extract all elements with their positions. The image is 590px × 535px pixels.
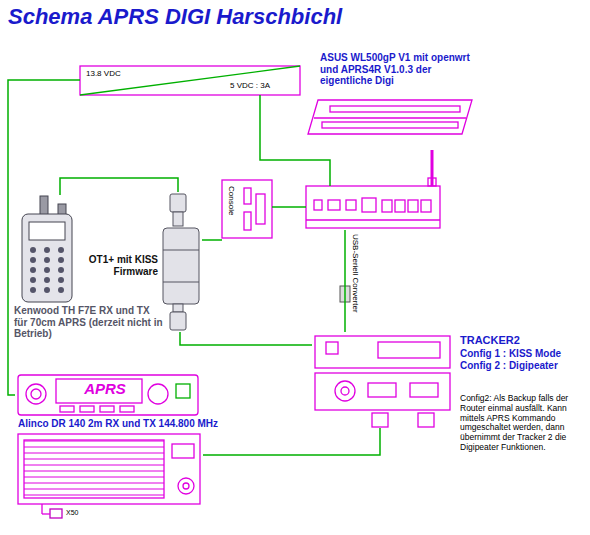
keypad-key (58, 247, 64, 253)
node-text: Kenwood TH F7E RX und TX für 70cm APRS (… (14, 305, 164, 340)
node-text: ASUS WL500gP V1 mit openwrt und APRS4R V… (320, 52, 485, 87)
supply-diagonal (80, 66, 300, 95)
keypad-key (44, 257, 50, 263)
keypad-key (44, 277, 50, 283)
keypad-key (30, 267, 36, 273)
tracker2-unit (315, 336, 450, 427)
node-text: Alinco DR 140 2m RX und TX 144.800 MHz (18, 418, 258, 430)
wire-connector (202, 239, 222, 241)
node-text: TRACKER2 (460, 334, 580, 347)
wire-connector (180, 332, 312, 345)
alinco-radio-front (18, 375, 198, 415)
keypad-key (44, 287, 50, 293)
keypad-key (58, 257, 64, 263)
diagram-title: Schema APRS DIGI Harschbichl (8, 4, 342, 30)
node-text: Config 1 : KISS Mode Config 2 : Digipeat… (460, 348, 580, 371)
connector-label: X50 (66, 509, 96, 517)
antenna-cable (41, 504, 42, 514)
console-box: Console (222, 180, 272, 238)
keypad-key (30, 287, 36, 293)
power-wire-stub (306, 160, 330, 186)
keypad-key (30, 247, 36, 253)
wire-connector (8, 80, 80, 395)
node-text: OT1+ mit KISS Firmware (73, 254, 158, 277)
wire-connector (344, 230, 346, 332)
kenwood-handheld (22, 196, 72, 302)
keypad-key (44, 247, 50, 253)
serial-console-box (222, 180, 272, 238)
wire-connector (203, 428, 380, 455)
router: ASUS WL500gP V1 mit openwrt und APRS4R V… (306, 52, 476, 230)
cable-label: USB-Seriell Converter (351, 234, 360, 313)
keypad-key (30, 277, 36, 283)
node-text: 5 VDC : 3A (230, 81, 298, 90)
ot1-plus: OT1+ mit KISS Firmware (160, 192, 202, 332)
wire-connector (272, 206, 306, 208)
ot1-interface (163, 194, 199, 330)
node-text: 13.8 VDC (86, 69, 156, 78)
alinco-radio-side (18, 434, 200, 504)
power-supply: 13.8 VDC 5 VDC : 3A (80, 66, 300, 95)
antenna-cable-bend (42, 513, 50, 514)
note-text: Config2: Als Backup falls der Router ein… (460, 394, 584, 453)
keypad-key (58, 267, 64, 273)
wire-connector (260, 95, 306, 160)
kenwood-radio: Kenwood TH F7E RX und TX für 70cm APRS (… (14, 195, 80, 305)
alinco-radio: APRSAlinco DR 140 2m RX und TX 144.800 M… (15, 372, 203, 506)
node-text: APRS (63, 380, 147, 397)
router-top-view (308, 100, 472, 134)
keypad-key (58, 277, 64, 283)
keypad-key (44, 267, 50, 273)
wire-connector (60, 178, 178, 195)
keypad-key (30, 257, 36, 263)
router-front-view (306, 150, 440, 228)
power-supply-box (80, 66, 300, 95)
x50-connector (50, 509, 62, 518)
node-text: Console (227, 186, 236, 215)
keypad-key (58, 287, 64, 293)
tracker2: TRACKER2Config 1 : KISS Mode Config 2 : … (312, 332, 454, 428)
